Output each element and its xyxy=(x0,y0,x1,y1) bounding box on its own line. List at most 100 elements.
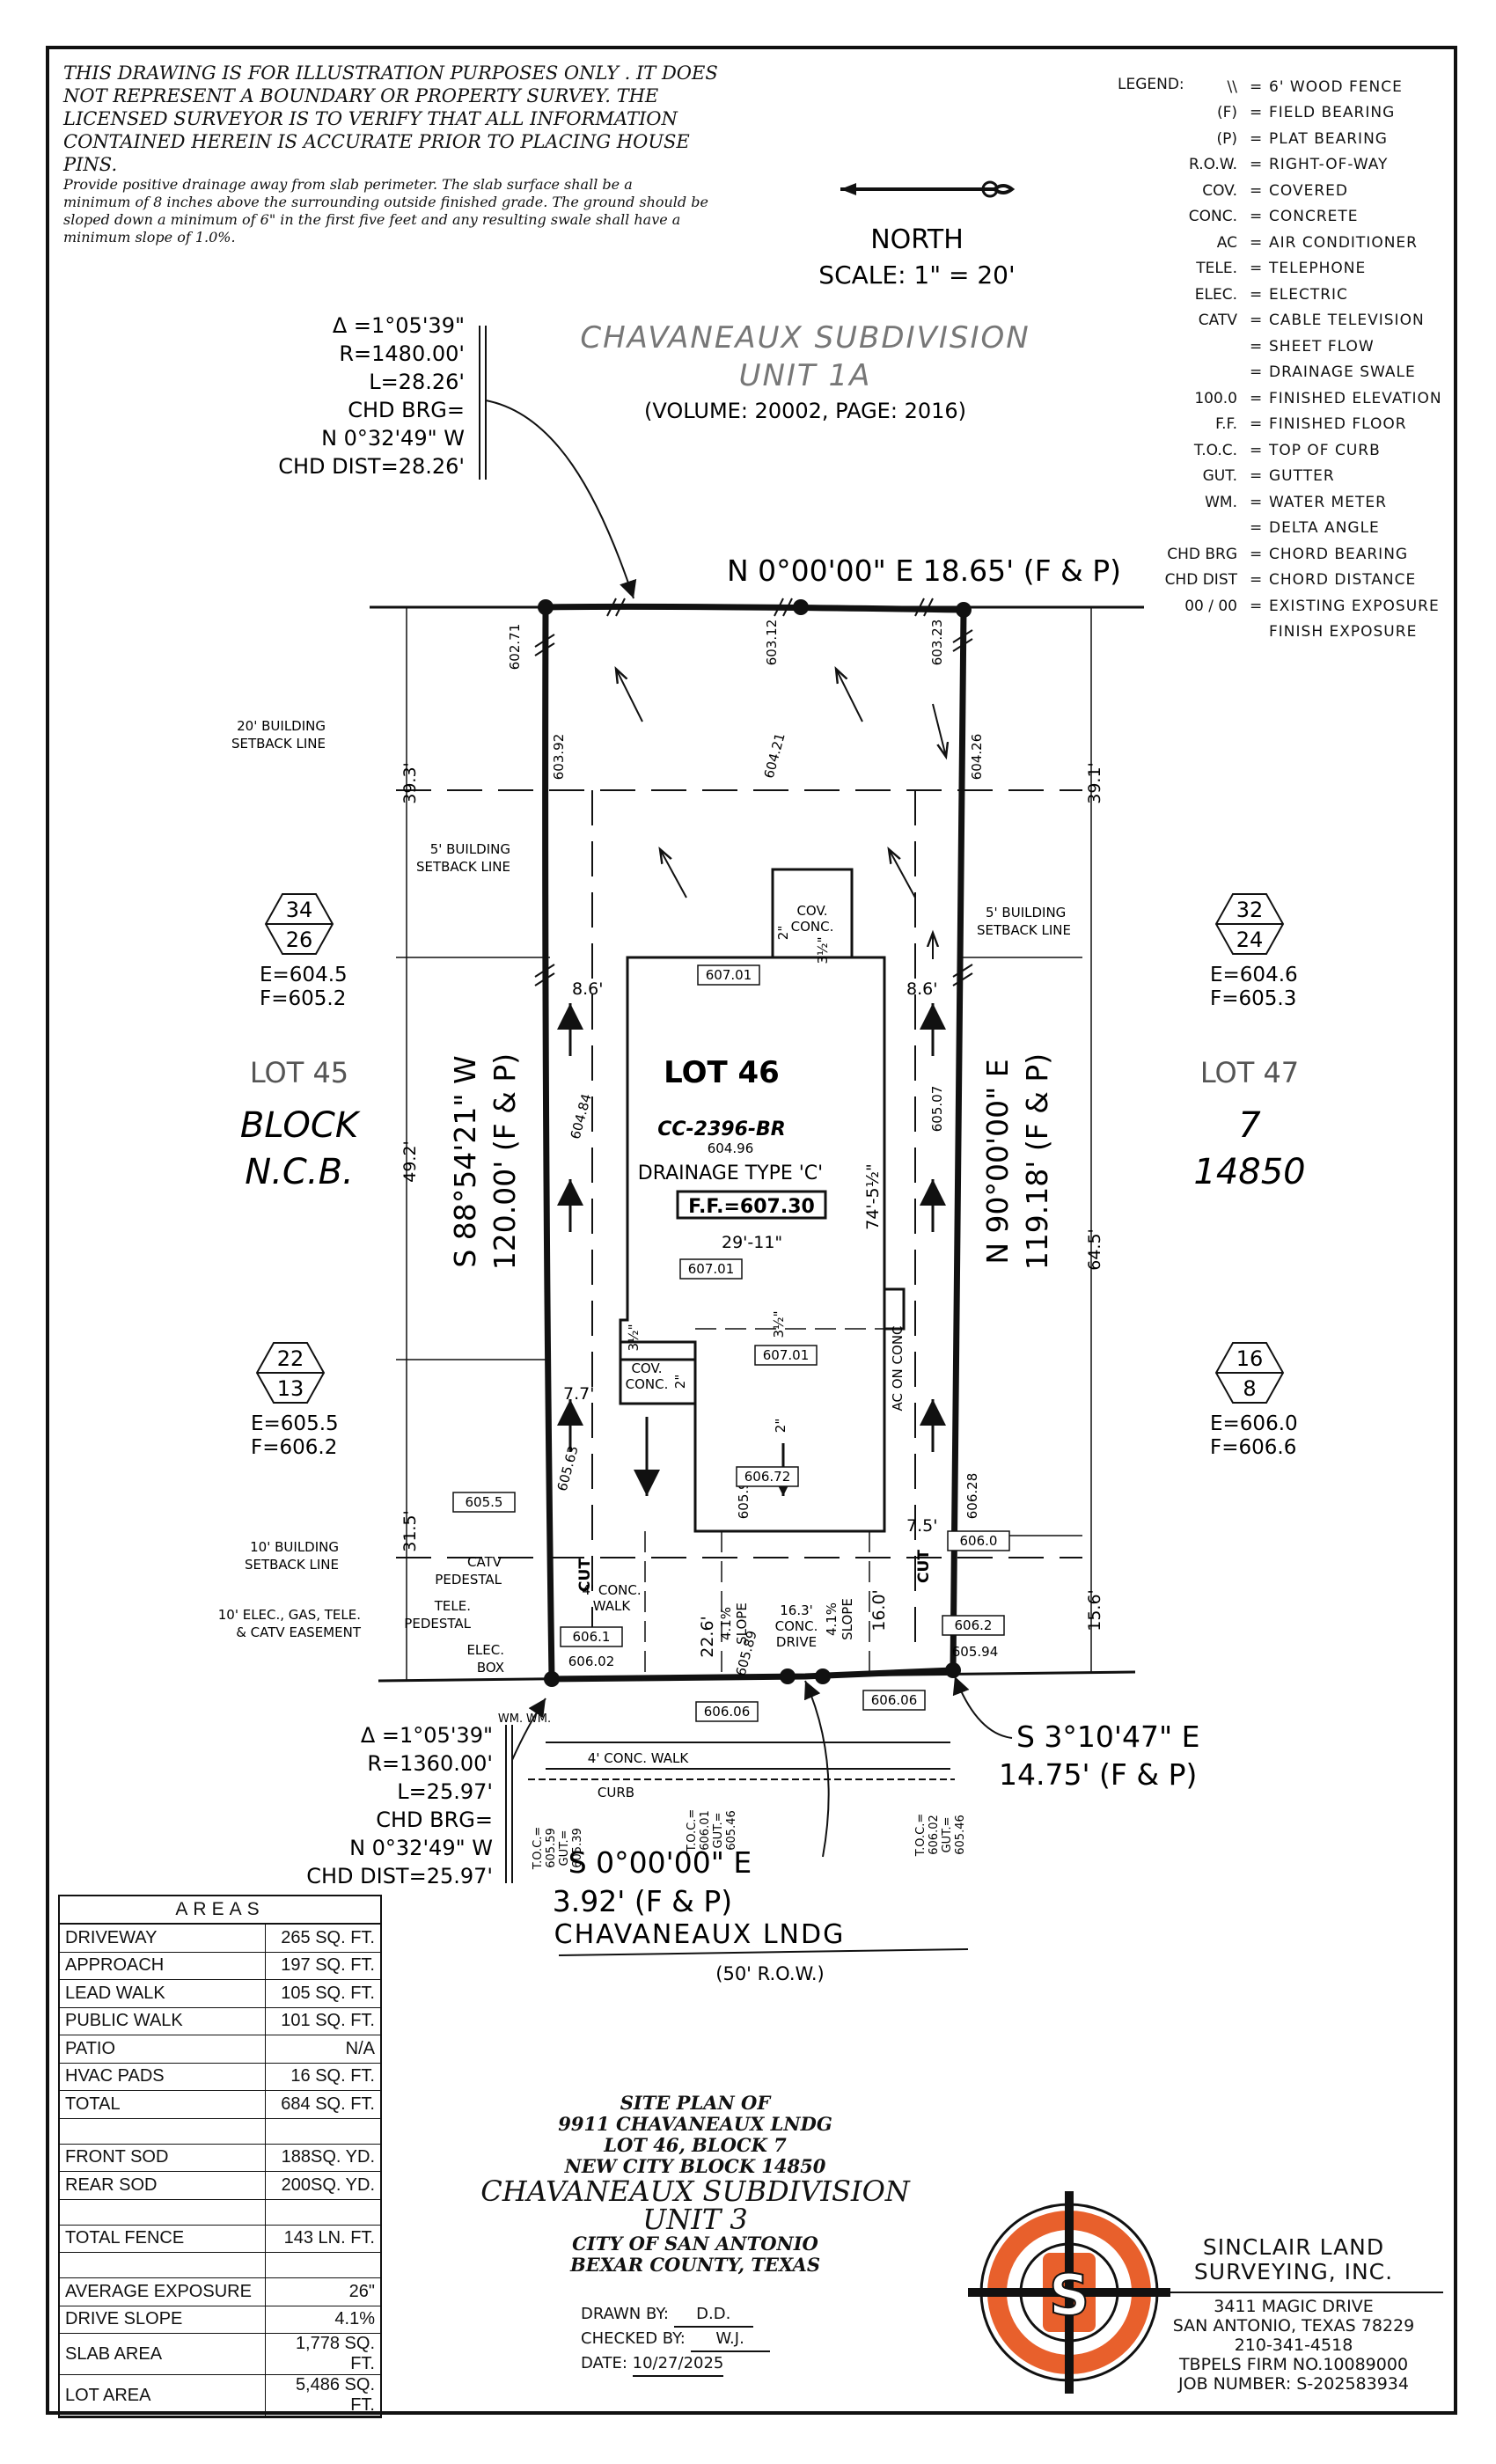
area-label: AVERAGE EXPOSURE xyxy=(60,2277,266,2306)
company-name: SURVEYING, INC. xyxy=(1193,2259,1394,2284)
area-label: REAR SOD xyxy=(60,2171,266,2200)
dim-label: 2" xyxy=(672,1375,688,1389)
finished-elevation-label: 606.06 xyxy=(704,1704,751,1720)
callout-label: 4.1% xyxy=(718,1607,734,1640)
callout-label: SETBACK LINE xyxy=(245,1557,339,1573)
legend-description: FIELD BEARING xyxy=(1269,104,1396,122)
area-label: TOTAL xyxy=(60,2090,266,2119)
area-value xyxy=(265,2199,380,2226)
disclaimer-line: NOT REPRESENT A BOUNDARY OR PROPERTY SUR… xyxy=(63,85,659,106)
job-number: JOB NUMBER: S-202583934 xyxy=(1178,2374,1409,2394)
south-bearing: S 0°00'00" E xyxy=(568,1845,752,1880)
finished-elevation-boxes: 607.01607.01607.01606.72605.5606.0606.16… xyxy=(452,964,1010,1722)
legend-description: FINISH EXPOSURE xyxy=(1269,623,1418,642)
callout-label: CONC. xyxy=(775,1618,818,1634)
legend-description: DELTA ANGLE xyxy=(1269,519,1380,538)
drainage-note: minimum of 8 inches above the surroundin… xyxy=(63,194,708,210)
elevation-label: 604.84 xyxy=(568,1092,595,1140)
curve-radius: R=1360.00' xyxy=(367,1751,493,1776)
finished-elevation-label: 606.06 xyxy=(871,1692,918,1708)
legend-symbol: \\ xyxy=(1227,77,1237,96)
dim-label: 29'-11" xyxy=(722,1233,782,1252)
drawn-by: D.D. xyxy=(673,2303,753,2328)
block-label: BLOCK xyxy=(240,1105,361,1146)
dim-label: 7.7' xyxy=(563,1384,594,1404)
exposure-value: 24 xyxy=(1236,928,1264,952)
water-meter-label: WM. xyxy=(498,1712,523,1726)
area-value: N/A xyxy=(265,2035,380,2064)
area-label: PATIO xyxy=(60,2035,266,2064)
legend-item: (P)=PLAT BEARING xyxy=(1118,126,1452,152)
areas-row xyxy=(60,2252,380,2278)
curve-chd-brg: N 0°32'49" W xyxy=(349,1836,493,1860)
svg-text:GUT.=: GUT.= xyxy=(558,1830,571,1866)
sheet-flow-arrows xyxy=(616,669,946,959)
curve-chd-brg-label: CHD BRG= xyxy=(348,398,465,422)
elevation-label: 605.94 xyxy=(952,1644,999,1660)
legend-item: CHD DIST=CHORD DISTANCE xyxy=(1118,568,1452,594)
legend-symbol: ELEC. xyxy=(1194,285,1237,304)
finished-elevation-label: 605.5 xyxy=(466,1494,503,1510)
finished-floor: F.F.=607.30 xyxy=(688,1196,815,1218)
lot46-label: LOT 46 xyxy=(664,1055,780,1090)
area-value: 265 SQ. FT. xyxy=(265,1925,380,1953)
callout-label: CONC. xyxy=(791,919,834,935)
legend-symbol: F.F. xyxy=(1215,415,1237,434)
legend-item: F.F.=FINISHED FLOOR xyxy=(1118,412,1452,438)
subdivision-name: CHAVANEAUX SUBDIVISION xyxy=(580,320,1030,356)
area-value: 101 SQ. FT. xyxy=(265,2007,380,2035)
svg-text:606.02: 606.02 xyxy=(928,1815,941,1855)
legend-symbol: COV. xyxy=(1202,181,1237,200)
callout-labels: 20' BUILDING SETBACK LINE 5' BUILDING SE… xyxy=(218,718,1071,1800)
checked-by: W.J. xyxy=(690,2328,770,2352)
legend-description: SHEET FLOW xyxy=(1269,337,1375,356)
legend-description: ELECTRIC xyxy=(1269,285,1348,304)
svg-text:T.O.C.=: T.O.C.= xyxy=(532,1827,545,1870)
dim-label: 7.5' xyxy=(906,1516,937,1536)
toc-labels: T.O.C.= 605.59 GUT.= 605.39 T.O.C.= 606.… xyxy=(532,1809,967,1870)
callout-label: SETBACK LINE xyxy=(416,859,510,875)
drainage-note: Provide positive drainage away from slab… xyxy=(63,176,633,193)
exposure-value: 22 xyxy=(277,1346,304,1371)
drawn-label: DRAWN BY: xyxy=(581,2305,669,2323)
curve-delta: Δ =1°05'39" xyxy=(361,1723,493,1748)
legend-symbol: R.O.W. xyxy=(1189,156,1237,174)
area-label: HVAC PADS xyxy=(60,2063,266,2091)
subdivision-volume: (VOLUME: 20002, PAGE: 2016) xyxy=(644,399,966,423)
dim-label: 39.3' xyxy=(400,762,420,804)
exposure-value: E=604.6 xyxy=(1210,964,1298,986)
legend-description: CABLE TELEVISION xyxy=(1269,312,1425,330)
legend-description: CHORD BEARING xyxy=(1269,545,1409,563)
legend-item: \\=6' WOOD FENCE xyxy=(1118,74,1452,100)
curve-chd-brg: N 0°32'49" W xyxy=(321,426,465,451)
west-distance: 120.00' (F & P) xyxy=(488,1053,522,1270)
area-label: TOTAL FENCE xyxy=(60,2225,266,2253)
area-label: PUBLIC WALK xyxy=(60,2007,266,2035)
legend-item: R.O.W.=RIGHT-OF-WAY xyxy=(1118,152,1452,179)
finished-elevation-label: 606.0 xyxy=(960,1533,998,1549)
area-label xyxy=(60,2252,266,2278)
callout-label: 5' BUILDING xyxy=(986,905,1066,920)
dim-label: 3½" xyxy=(626,1324,642,1352)
logo-letter: S xyxy=(1049,2263,1089,2328)
legend-item: ELEC.=ELECTRIC xyxy=(1118,282,1452,308)
legend-description: FINISHED ELEVATION xyxy=(1269,389,1442,407)
callout-label: SLOPE xyxy=(734,1602,750,1645)
cut-label: CUT xyxy=(576,1558,594,1592)
callout-label: PEDESTAL xyxy=(404,1616,471,1632)
callout-label: CATV xyxy=(467,1554,502,1570)
callout-label: WALK xyxy=(593,1598,632,1614)
curve-length: L=28.26' xyxy=(369,370,465,394)
areas-row xyxy=(60,2118,380,2145)
drawn-by-block: DRAWN BY: D.D. CHECKED BY: W.J. DATE: 10… xyxy=(581,2303,770,2377)
setback-lines xyxy=(396,789,1082,1646)
exposure-value: E=606.0 xyxy=(1210,1412,1298,1435)
legend-symbol: CATV xyxy=(1198,312,1237,330)
callout-label: 10' ELEC., GAS, TELE. xyxy=(218,1607,361,1623)
finished-elevation-label: 606.72 xyxy=(744,1469,791,1485)
